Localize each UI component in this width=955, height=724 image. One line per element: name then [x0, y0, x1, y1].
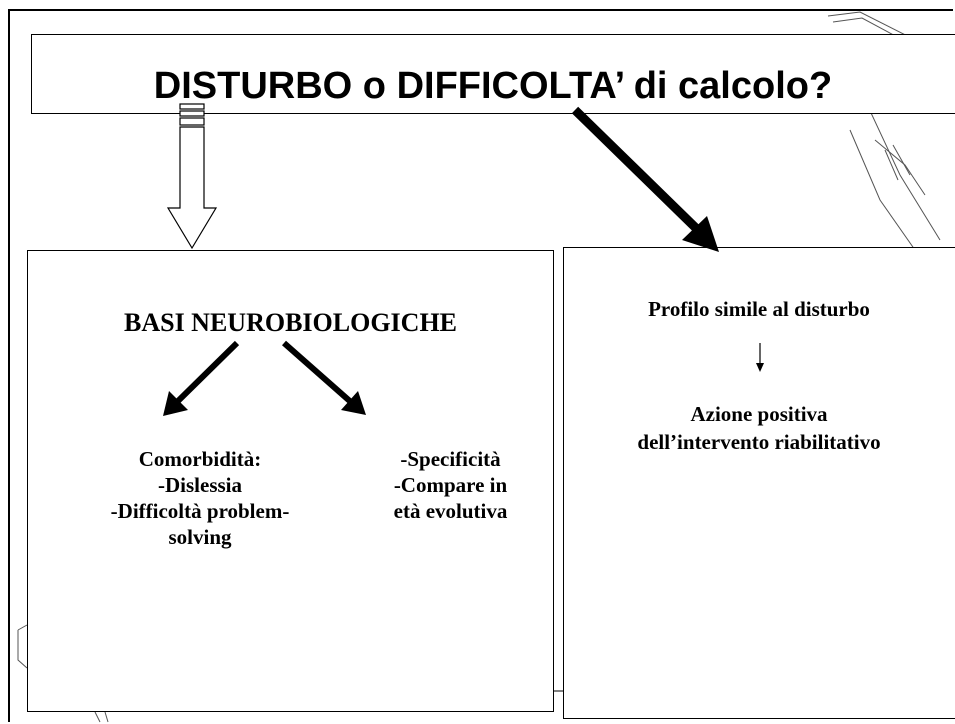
left-branch-arrow	[163, 340, 240, 416]
profile-text: Profilo simile al disturbo	[648, 297, 870, 321]
comorbidity-line: Comorbidità:	[138, 447, 262, 471]
specificity-line: -Specificità	[400, 447, 501, 471]
thin-down-arrow	[756, 343, 764, 372]
comorbidity-line: solving	[168, 525, 232, 549]
hollow-down-arrow	[166, 103, 218, 250]
slide-title: DISTURBO o DIFFICOLTA’ di calcolo?	[153, 65, 833, 107]
difficulty-panel	[563, 247, 955, 719]
diagonal-arrow-to-right-panel	[571, 106, 719, 252]
specificity-line: età evolutiva	[393, 499, 508, 523]
positive-action-line: dell’intervento riabilitativo	[637, 430, 881, 454]
slide-frame	[8, 9, 953, 722]
neurobiological-heading: BASI NEUROBIOLOGICHE	[123, 308, 458, 337]
specificity-list: -Specificità -Compare in età evolutiva	[348, 446, 553, 524]
positive-action-text: Azione positiva dell’intervento riabilit…	[563, 400, 955, 456]
neurobiological-panel	[27, 250, 554, 712]
specificity-line: -Compare in	[393, 473, 508, 497]
comorbidity-line: -Dislessia	[158, 473, 242, 497]
right-branch-arrow	[282, 340, 366, 415]
comorbidity-line: -Difficoltà problem-	[110, 499, 290, 523]
comorbidity-list: Comorbidità: -Dislessia -Difficoltà prob…	[60, 446, 340, 550]
title-box	[31, 34, 955, 114]
positive-action-line: Azione positiva	[690, 402, 828, 426]
